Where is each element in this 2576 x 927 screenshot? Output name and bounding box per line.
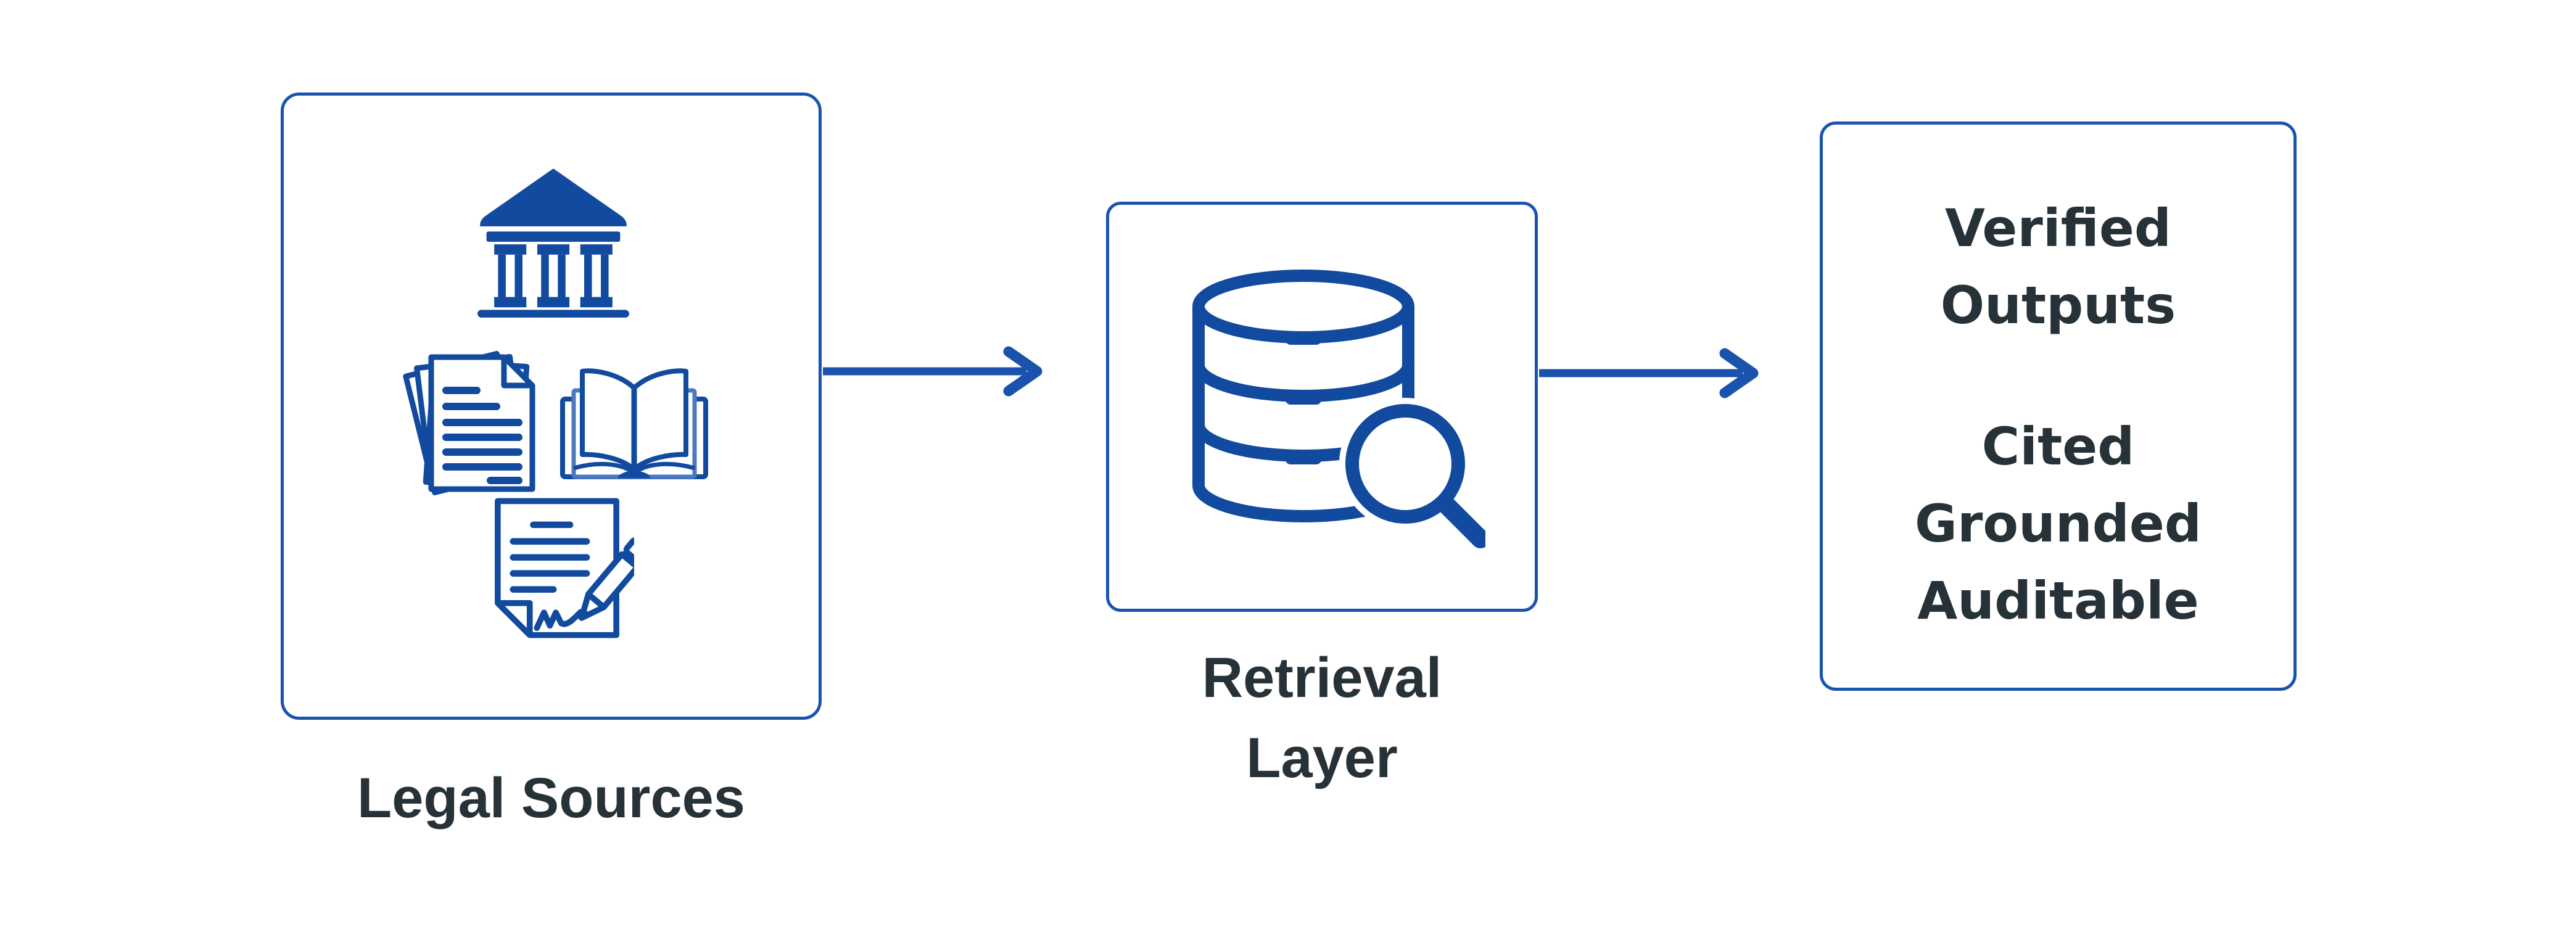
database-search-icon [1165,248,1485,569]
retrieval-layer-label: Retrieval Layer [1106,638,1538,798]
verified-outputs-heading-line1: Verified [1945,198,2171,258]
verified-outputs-qualities: Cited Grounded Auditable [1823,408,2293,640]
documents-stack-icon [392,341,552,501]
retrieval-layer-label-line2: Layer [1246,727,1398,789]
legal-sources-label-text: Legal Sources [357,767,745,830]
retrieval-layer-label-line1: Retrieval [1202,646,1442,709]
legal-sources-box [281,93,822,720]
arrow-retrieval-to-outputs-icon [1539,345,1766,404]
output-quality-auditable: Auditable [1917,571,2199,631]
arrow-legal-to-retrieval-icon [823,344,1050,402]
open-book-icon [554,362,714,485]
verified-outputs-heading: Verified Outputs [1823,190,2293,344]
contract-signing-icon [480,490,634,648]
output-quality-grounded: Grounded [1915,493,2202,554]
verified-outputs-heading-line2: Outputs [1940,275,2176,336]
verified-outputs-box: Verified Outputs Cited Grounded Auditabl… [1820,122,2297,691]
retrieval-layer-box [1106,202,1538,612]
output-quality-cited: Cited [1981,416,2135,477]
legal-sources-label: Legal Sources [281,766,822,831]
bank-icon [476,165,630,319]
